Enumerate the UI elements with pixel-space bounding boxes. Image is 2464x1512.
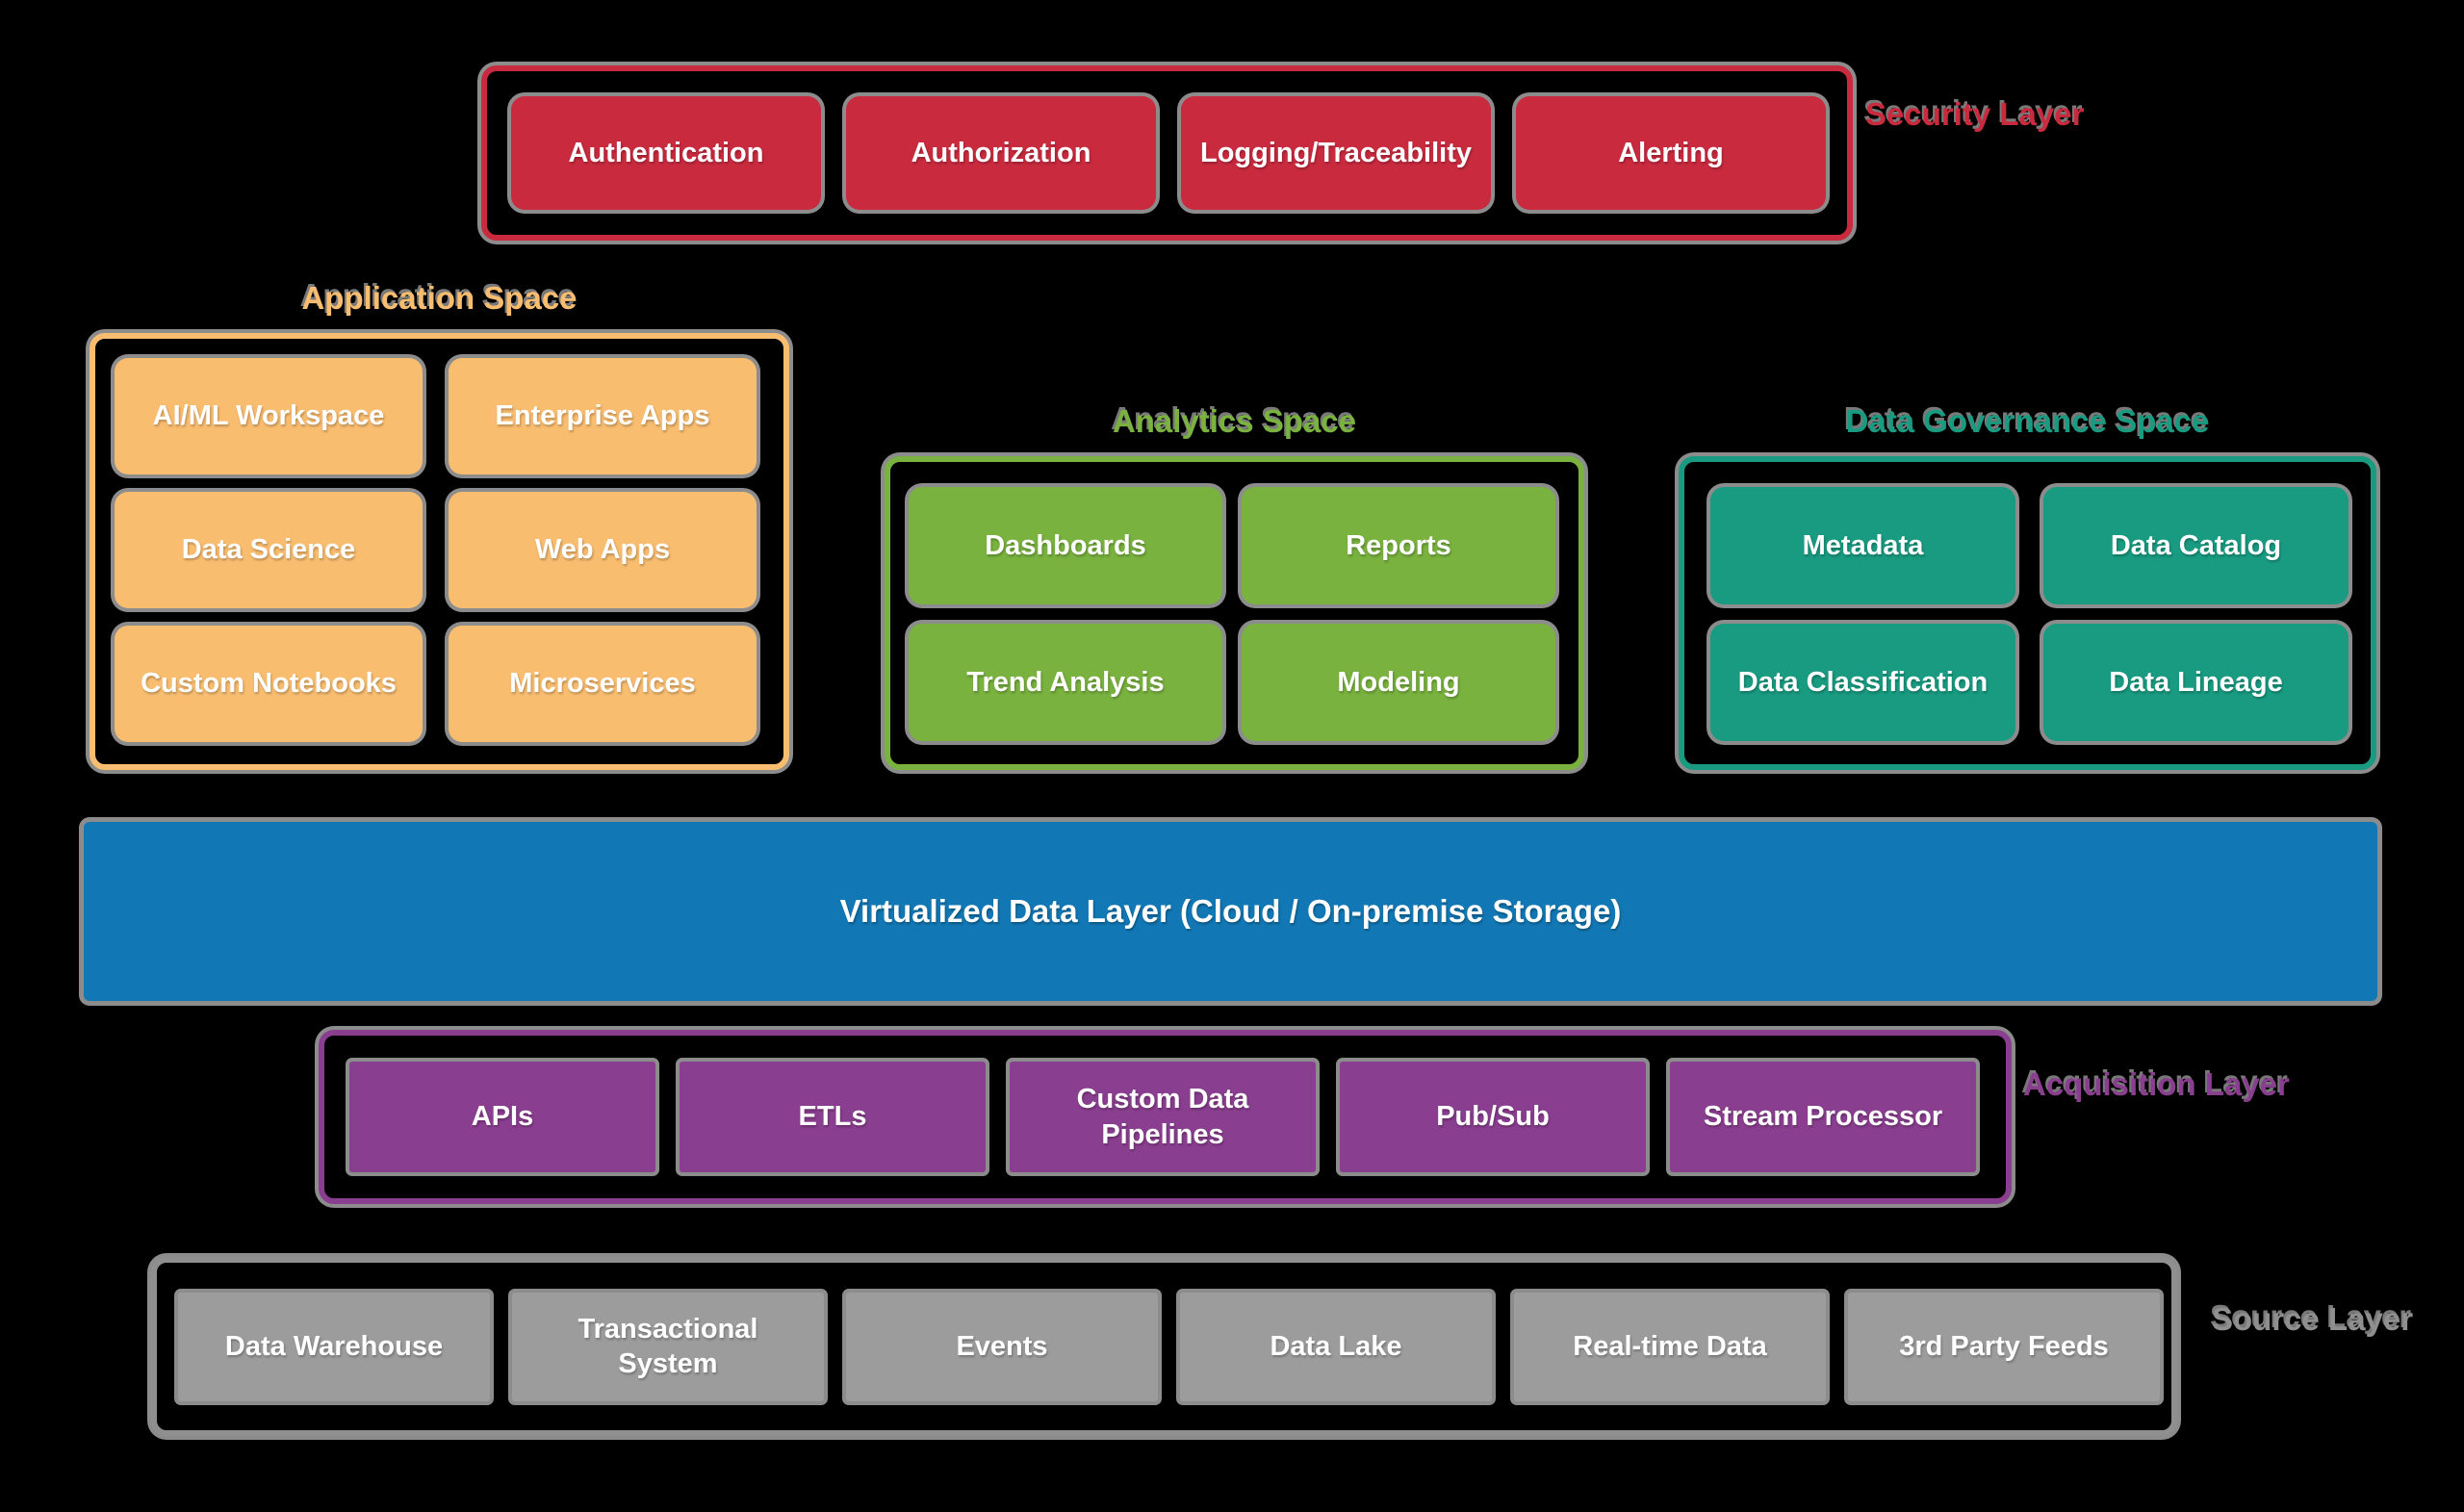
node-authorization: Authorization xyxy=(846,96,1156,210)
node-3rd-party-feeds: 3rd Party Feeds xyxy=(1848,1292,2160,1401)
node-real-time-data: Real-time Data xyxy=(1514,1292,1826,1401)
node-enterprise-apps: Enterprise Apps xyxy=(449,358,757,474)
node-modeling: Modeling xyxy=(1242,624,1555,741)
node-ai-ml-workspace: AI/ML Workspace xyxy=(115,358,423,474)
node-data-catalog: Data Catalog xyxy=(2043,487,2348,604)
node-data-lineage: Data Lineage xyxy=(2043,624,2348,741)
node-custom-notebooks: Custom Notebooks xyxy=(115,626,423,742)
security-layer-label: Security Layer xyxy=(1865,96,2085,132)
node-authentication: Authentication xyxy=(511,96,821,210)
source-layer-group: Data Warehouse Transactional System Even… xyxy=(151,1257,2177,1436)
node-data-science: Data Science xyxy=(115,492,423,608)
node-reports: Reports xyxy=(1242,487,1555,604)
node-data-classification: Data Classification xyxy=(1710,624,2015,741)
acquisition-layer-label: Acquisition Layer xyxy=(2023,1066,2290,1102)
node-trend-analysis: Trend Analysis xyxy=(909,624,1222,741)
application-space-label: Application Space xyxy=(301,280,578,316)
source-layer-label: Source Layer xyxy=(2212,1301,2414,1337)
analytics-space-label: Analytics Space xyxy=(1112,403,1357,439)
node-apis: APIs xyxy=(349,1062,655,1172)
security-layer-group: Authentication Authorization Logging/Tra… xyxy=(481,65,1853,241)
node-transactional-system: Transactional System xyxy=(512,1292,824,1401)
node-data-warehouse: Data Warehouse xyxy=(178,1292,490,1401)
node-logging-traceability: Logging/Traceability xyxy=(1181,96,1491,210)
node-custom-data-pipelines: Custom Data Pipelines xyxy=(1010,1062,1316,1172)
virtualized-data-layer-bar: Virtualized Data Layer (Cloud / On-premi… xyxy=(84,822,2377,1001)
node-web-apps: Web Apps xyxy=(449,492,757,608)
node-microservices: Microservices xyxy=(449,626,757,742)
data-governance-space-group: Metadata Data Catalog Data Classificatio… xyxy=(1679,456,2376,770)
node-pub-sub: Pub/Sub xyxy=(1340,1062,1646,1172)
analytics-space-group: Dashboards Reports Trend Analysis Modeli… xyxy=(885,456,1584,770)
node-events: Events xyxy=(846,1292,1158,1401)
data-governance-space-label: Data Governance Space xyxy=(1845,403,2210,439)
node-stream-processor: Stream Processor xyxy=(1670,1062,1976,1172)
application-space-group: AI/ML Workspace Enterprise Apps Data Sci… xyxy=(90,333,789,770)
node-dashboards: Dashboards xyxy=(909,487,1222,604)
node-data-lake: Data Lake xyxy=(1180,1292,1492,1401)
acquisition-layer-group: APIs ETLs Custom Data Pipelines Pub/Sub … xyxy=(319,1030,2012,1204)
node-metadata: Metadata xyxy=(1710,487,2015,604)
node-alerting: Alerting xyxy=(1516,96,1826,210)
node-etls: ETLs xyxy=(680,1062,986,1172)
